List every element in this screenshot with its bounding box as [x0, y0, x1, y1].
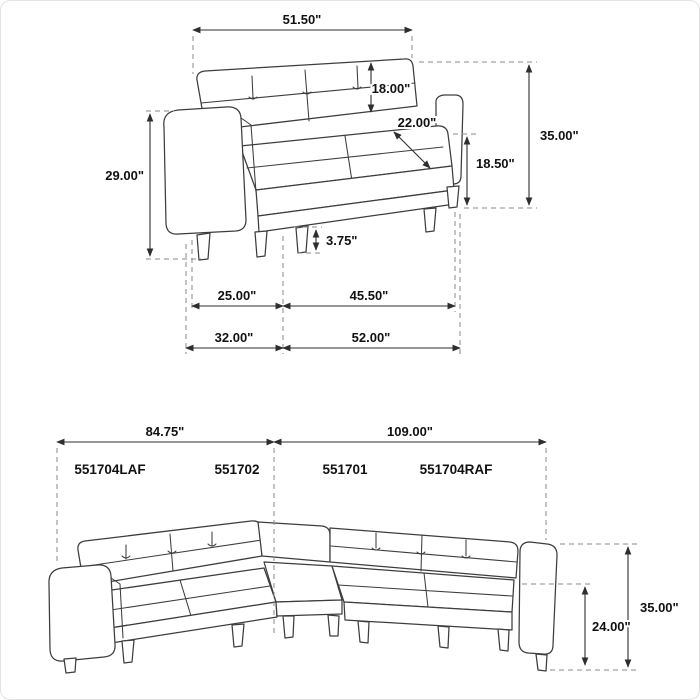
sectional-leg — [121, 639, 135, 664]
sectional-diagram: 551704LAF 551702 551701 551704RAF 84.75"… — [48, 424, 679, 674]
loveseat-leg — [295, 225, 309, 254]
sectional-corner-seat-front — [275, 599, 343, 617]
dim-sectional-overall-height: 35.00" — [550, 543, 679, 671]
dim-back-cushion-height: 18.00" — [367, 62, 412, 113]
dim-seat-width: 45.50" — [282, 212, 456, 312]
part-label-corner: 551702 — [214, 462, 259, 477]
loveseat-dimensions: 51.50" 18.00" 22.00" 29.00" 35.00" — [105, 12, 579, 354]
dim-label-arm-front-width: 25.00" — [218, 288, 257, 303]
loveseat-left-arm-inner-edge — [240, 117, 257, 193]
loveseat-leg — [254, 230, 268, 258]
dim-label-sectional-left-width: 84.75" — [146, 424, 185, 439]
dim-label-overall-width: 52.00" — [352, 330, 391, 345]
dim-sectional-back-height: 24.00" — [522, 583, 633, 666]
loveseat-leg — [196, 232, 211, 261]
sectional-part-labels: 551704LAF 551702 551701 551704RAF — [74, 462, 492, 477]
sectional-right-seat-lines — [337, 572, 513, 608]
loveseat-drawing — [163, 58, 464, 261]
sectional-drawing — [48, 520, 558, 674]
dim-label-sectional-right-width: 109.00" — [387, 424, 433, 439]
sectional-right-arm — [518, 541, 558, 655]
dim-arm-front-width: 25.00" — [191, 236, 284, 354]
sectional-legs — [63, 614, 548, 674]
sectional-leg — [327, 614, 340, 637]
dim-label-overall-back-width: 51.50" — [283, 12, 322, 27]
sectional-leg — [437, 625, 450, 649]
loveseat-diagram: 51.50" 18.00" 22.00" 29.00" 35.00" — [105, 12, 579, 354]
dim-label-seat-depth: 22.00" — [398, 115, 437, 130]
part-label-laf: 551704LAF — [74, 462, 145, 477]
dim-left-height: 29.00" — [105, 110, 201, 260]
loveseat-legs — [196, 185, 460, 261]
sectional-left-arm — [48, 564, 116, 662]
dim-sectional-left-width: 84.75" — [56, 424, 275, 634]
dim-label-sectional-back-height: 24.00" — [592, 619, 631, 634]
dim-label-left-height: 29.00" — [105, 168, 144, 183]
loveseat-back-tufting — [200, 65, 416, 122]
sectional-left-seat-lines — [103, 579, 271, 617]
dim-overall-height: 35.00" — [419, 61, 579, 209]
dim-label-overall-height: 35.00" — [540, 128, 579, 143]
dim-label-overall-depth: 32.00" — [215, 330, 254, 345]
sectional-left-arm-inner-edge — [110, 577, 124, 639]
dim-overall-depth: 32.00" — [185, 244, 284, 354]
dim-label-leg-height: 3.75" — [326, 233, 357, 248]
sectional-leg — [497, 628, 510, 652]
loveseat-left-arm — [163, 106, 247, 235]
dim-leg-height: 3.75" — [294, 226, 357, 254]
sectional-corner-seat — [263, 561, 343, 603]
sectional-leg — [535, 653, 548, 672]
sectional-dimensions: 84.75" 109.00" 35.00" 24.00" — [56, 424, 679, 671]
dim-sectional-right-width: 109.00" — [273, 424, 547, 540]
sectional-corner-back — [257, 521, 331, 563]
loveseat-leg — [446, 185, 460, 209]
sectional-leg — [357, 620, 370, 644]
dim-seat-height: 18.50" — [453, 133, 515, 206]
dim-label-sectional-overall-height: 35.00" — [640, 600, 679, 615]
loveseat-leg — [423, 207, 437, 233]
dim-overall-back-width: 51.50" — [192, 12, 413, 74]
dim-label-back-cushion-height: 18.00" — [372, 81, 411, 96]
sectional-left-back-tufting — [80, 531, 263, 572]
sectional-leg — [282, 615, 295, 639]
dim-label-seat-width: 45.50" — [350, 288, 389, 303]
sectional-leg — [231, 623, 245, 648]
part-label-raf: 551704RAF — [420, 462, 493, 477]
sectional-leg — [63, 657, 77, 674]
sectional-right-seat-front — [343, 601, 513, 631]
sectional-right-back-tufting — [330, 532, 518, 572]
part-label-armless: 551701 — [322, 462, 368, 477]
dim-overall-width: 52.00" — [282, 214, 461, 354]
dim-seat-depth: 22.00" — [393, 113, 438, 169]
dim-label-seat-height: 18.50" — [476, 156, 515, 171]
